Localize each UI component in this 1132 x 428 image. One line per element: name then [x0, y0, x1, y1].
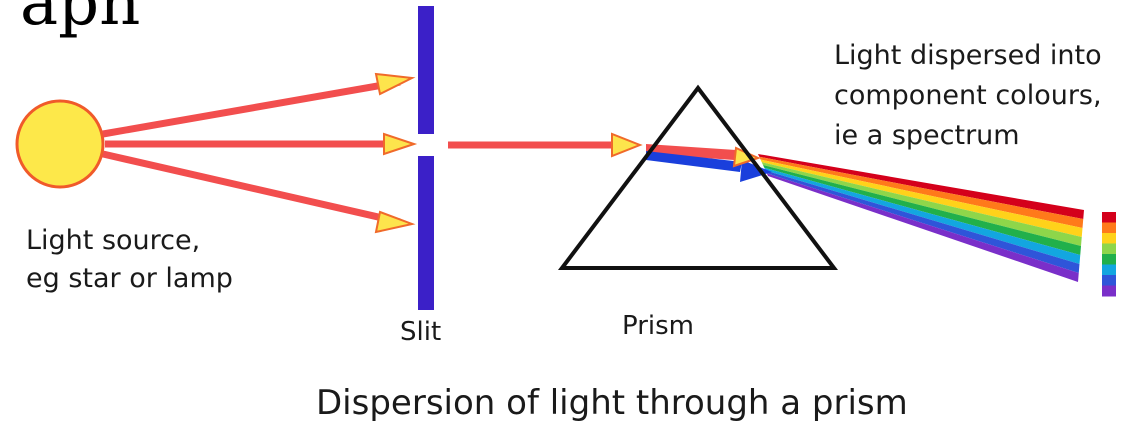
arrow-head-lower: [374, 210, 416, 234]
source-label-line1: Light source,: [26, 225, 200, 256]
dispersed-label-line1: Light dispersed into: [834, 40, 1102, 71]
ray-lower: [102, 150, 401, 226]
slit-label: Slit: [400, 317, 441, 347]
incoming-rays: [102, 72, 418, 234]
swatch-segment: [1102, 275, 1116, 286]
arrow-head-upper: [374, 72, 416, 96]
slit-beam: [448, 132, 643, 158]
spectrum-band: [758, 154, 1084, 219]
swatch-segment: [1102, 233, 1116, 244]
spectrum-band: [763, 165, 1081, 255]
spectrum-band: [765, 170, 1080, 273]
swatch-segment: [1102, 222, 1116, 234]
diagram-caption: Dispersion of light through a prism: [316, 383, 908, 423]
heading-fragment: aph: [20, 0, 140, 40]
dispersed-label-line3: ie a spectrum: [834, 120, 1020, 151]
arrow-head-prism: [611, 132, 643, 158]
arrow-head-middle: [383, 132, 418, 156]
refracted-beams: [646, 144, 772, 182]
refracted-red-beam: [646, 144, 736, 160]
swatch-segment: [1102, 264, 1116, 276]
source-label-line2: eg star or lamp: [26, 263, 233, 294]
dispersed-label-line2: component colours,: [834, 80, 1102, 111]
swatch-segment: [1102, 254, 1116, 265]
prism-label: Prism: [622, 311, 694, 341]
swatch-segment: [1102, 212, 1116, 223]
spectrum-band: [766, 173, 1079, 282]
slit-bar-upper: [418, 6, 434, 134]
spectrum-band: [760, 159, 1083, 237]
prism: [557, 84, 839, 270]
slit-bar-lower: [418, 156, 434, 310]
swatch-segment: [1102, 285, 1116, 297]
slit: [418, 6, 434, 310]
spectrum-band: [759, 156, 1084, 228]
refracted-blue-beam: [646, 151, 742, 172]
spectrum-swatch: [1102, 212, 1116, 297]
refracted-arrow-head: [740, 160, 772, 182]
swatch-segment: [1102, 243, 1116, 255]
spectrum-band: [764, 167, 1081, 264]
ray-upper: [102, 78, 401, 138]
spectrum-fan: [758, 154, 1084, 282]
spectrum-band: [761, 162, 1082, 246]
light-source: [15, 99, 105, 189]
